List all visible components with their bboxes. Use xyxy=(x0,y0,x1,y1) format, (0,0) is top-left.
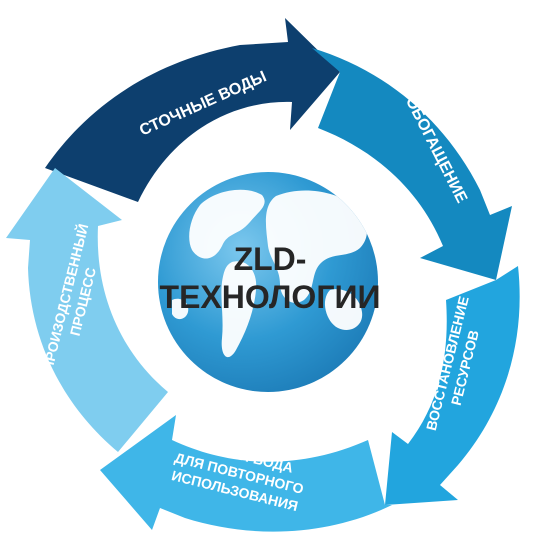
cycle-arrow-enrichment xyxy=(312,48,512,280)
cycle-arrow-clean-water xyxy=(100,415,392,532)
cycle-arrow-wastewater xyxy=(45,18,340,202)
center-title-line2: ТЕХНОЛОГИИ xyxy=(160,279,381,315)
cycle-arrow-recovery xyxy=(385,266,520,505)
globe xyxy=(158,172,378,392)
cycle-arrow-production xyxy=(6,168,168,452)
globe-continents xyxy=(172,189,367,358)
center-title-line1: ZLD- xyxy=(234,241,307,277)
